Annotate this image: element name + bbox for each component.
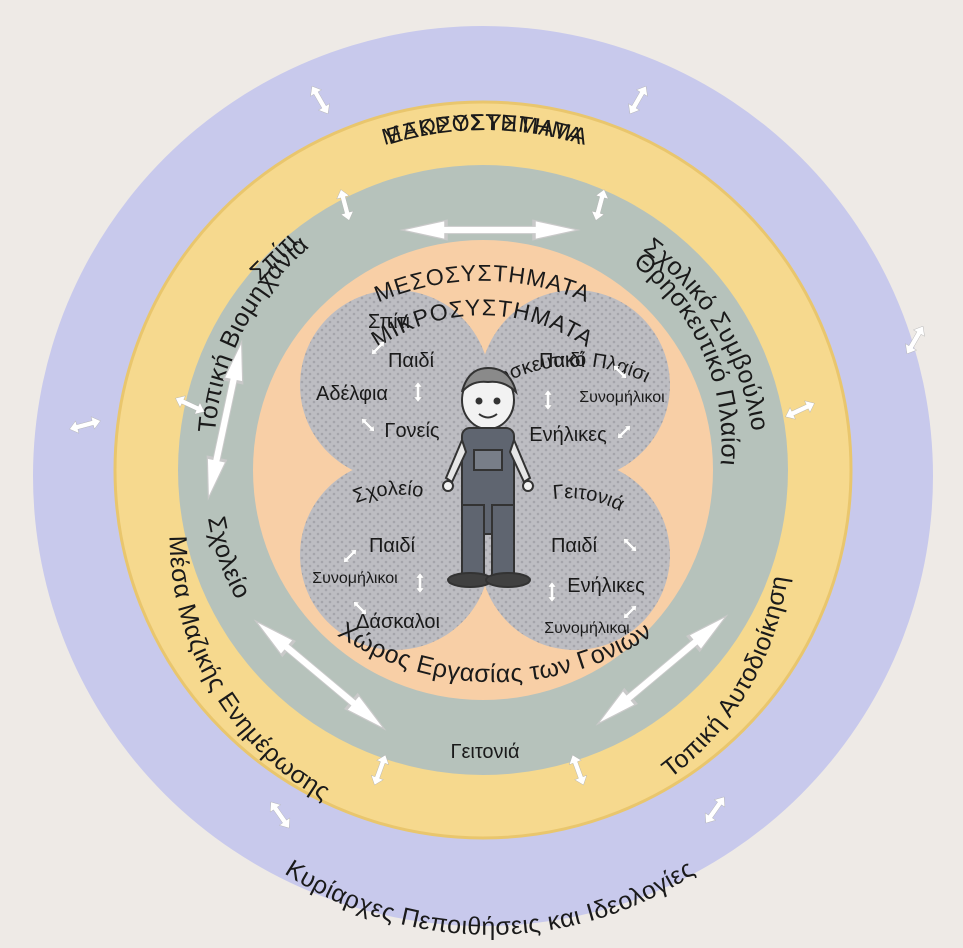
lobe-religious-peers: Συνομήλικοι (579, 389, 665, 406)
lobe-school-child: Παιδί (369, 535, 416, 557)
lobe-neighborhood-adults: Ενήλικες (567, 575, 645, 597)
mesosystem-neighborhood: Γειτονιά (450, 741, 519, 763)
child-figure (442, 366, 534, 588)
lobe-neighborhood-child: Παιδί (551, 535, 598, 557)
lobe-home-title: Σπίτι (368, 311, 410, 333)
lobe-religious-child: Παιδί (539, 350, 586, 372)
lobe-religious-adults: Ενήλικες (529, 424, 607, 446)
lobe-neighborhood-peers: Συνομήλικοι (544, 620, 630, 637)
lobe-school-peers: Συνομήλικοι (312, 570, 398, 587)
lobe-home-siblings: Αδέλφια (316, 383, 388, 405)
lobe-home-child: Παιδί (388, 350, 435, 372)
lobe-home-parents: Γονείς (384, 420, 439, 442)
exosystem-edge (113, 100, 853, 840)
lobe-school-teachers: Δάσκαλοι (356, 611, 440, 633)
